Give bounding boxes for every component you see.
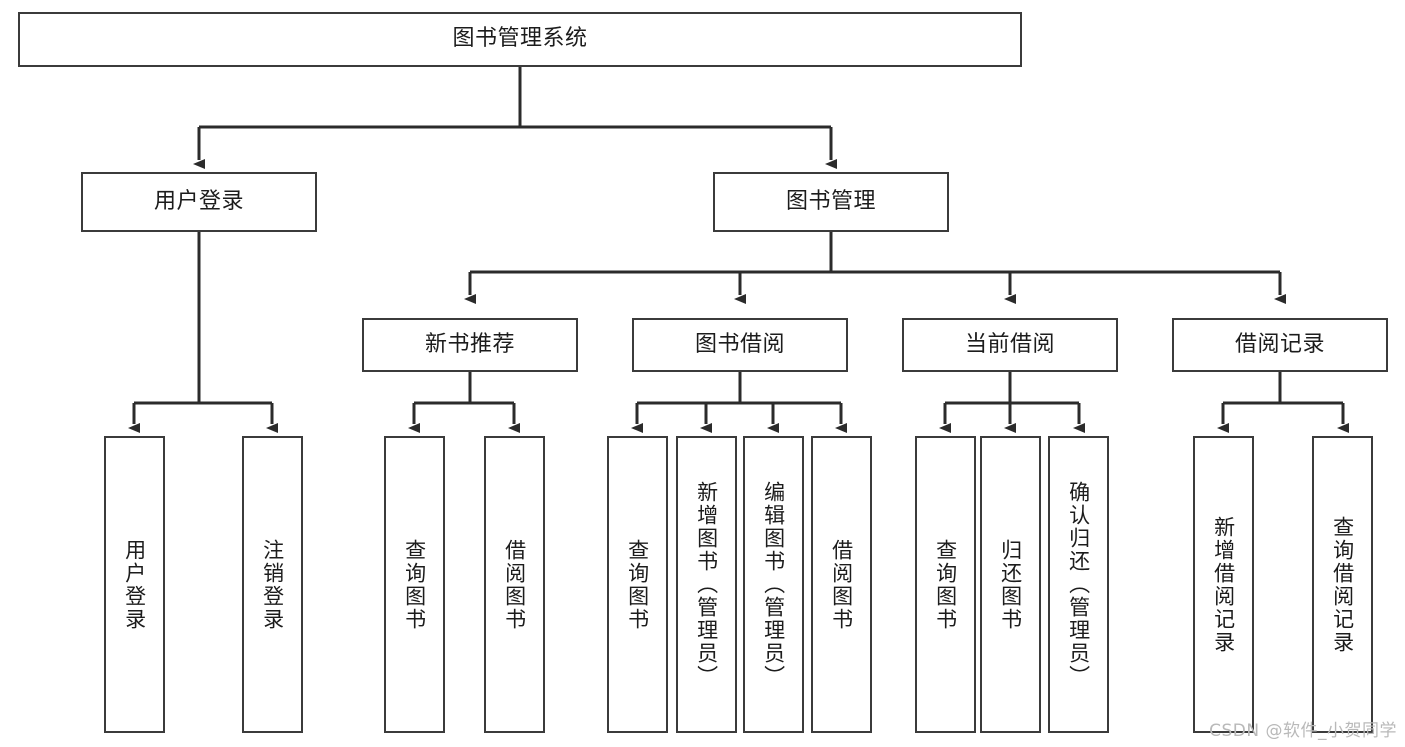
node-label: 用户登录 bbox=[122, 538, 147, 631]
leaf-query-book-new-book[interactable]: 查询图书 bbox=[384, 436, 445, 733]
node-label: 用户登录 bbox=[153, 188, 244, 214]
leaf-confirm-return-admin[interactable]: 确认归还（管理员） bbox=[1048, 436, 1109, 733]
node-new-book-recommendation[interactable]: 新书推荐 bbox=[362, 318, 578, 372]
node-label: 编辑图书（管理员） bbox=[761, 481, 786, 688]
leaf-borrow-book-borrowing[interactable]: 借阅图书 bbox=[811, 436, 872, 733]
node-label: 查询借阅记录 bbox=[1330, 515, 1355, 654]
node-root-book-management-system[interactable]: 图书管理系统 bbox=[18, 12, 1022, 67]
leaf-edit-book-admin[interactable]: 编辑图书（管理员） bbox=[743, 436, 804, 733]
node-label: 注销登录 bbox=[260, 538, 285, 631]
node-label: 借阅记录 bbox=[1234, 331, 1325, 357]
node-label: 查询图书 bbox=[625, 538, 650, 631]
node-label: 图书借阅 bbox=[694, 331, 785, 357]
node-label: 新书推荐 bbox=[424, 331, 515, 357]
node-book-borrowing[interactable]: 图书借阅 bbox=[632, 318, 848, 372]
leaf-add-borrow-record[interactable]: 新增借阅记录 bbox=[1193, 436, 1254, 733]
node-label: 当前借阅 bbox=[964, 331, 1055, 357]
leaf-query-book-borrowing[interactable]: 查询图书 bbox=[607, 436, 668, 733]
node-label: 图书管理系统 bbox=[452, 26, 588, 52]
leaf-return-book[interactable]: 归还图书 bbox=[980, 436, 1041, 733]
node-label: 确认归还（管理员） bbox=[1066, 481, 1091, 688]
node-label: 新增借阅记录 bbox=[1211, 515, 1236, 654]
leaf-user-login[interactable]: 用户登录 bbox=[104, 436, 165, 733]
leaf-logout[interactable]: 注销登录 bbox=[242, 436, 303, 733]
node-current-borrowing[interactable]: 当前借阅 bbox=[902, 318, 1118, 372]
node-label: 归还图书 bbox=[998, 538, 1023, 631]
node-label: 新增图书（管理员） bbox=[694, 481, 719, 688]
node-label: 查询图书 bbox=[933, 538, 958, 631]
node-label: 图书管理 bbox=[785, 188, 876, 214]
node-user-login[interactable]: 用户登录 bbox=[81, 172, 317, 232]
watermark-text: CSDN @软件_小贺同学 bbox=[1209, 721, 1397, 741]
node-label: 借阅图书 bbox=[502, 538, 527, 631]
leaf-query-borrow-record[interactable]: 查询借阅记录 bbox=[1312, 436, 1373, 733]
node-book-management[interactable]: 图书管理 bbox=[713, 172, 949, 232]
node-label: 查询图书 bbox=[402, 538, 427, 631]
leaf-borrow-book-new-book[interactable]: 借阅图书 bbox=[484, 436, 545, 733]
node-label: 借阅图书 bbox=[829, 538, 854, 631]
node-borrowing-record[interactable]: 借阅记录 bbox=[1172, 318, 1388, 372]
leaf-query-book-current[interactable]: 查询图书 bbox=[915, 436, 976, 733]
leaf-add-book-admin[interactable]: 新增图书（管理员） bbox=[676, 436, 737, 733]
